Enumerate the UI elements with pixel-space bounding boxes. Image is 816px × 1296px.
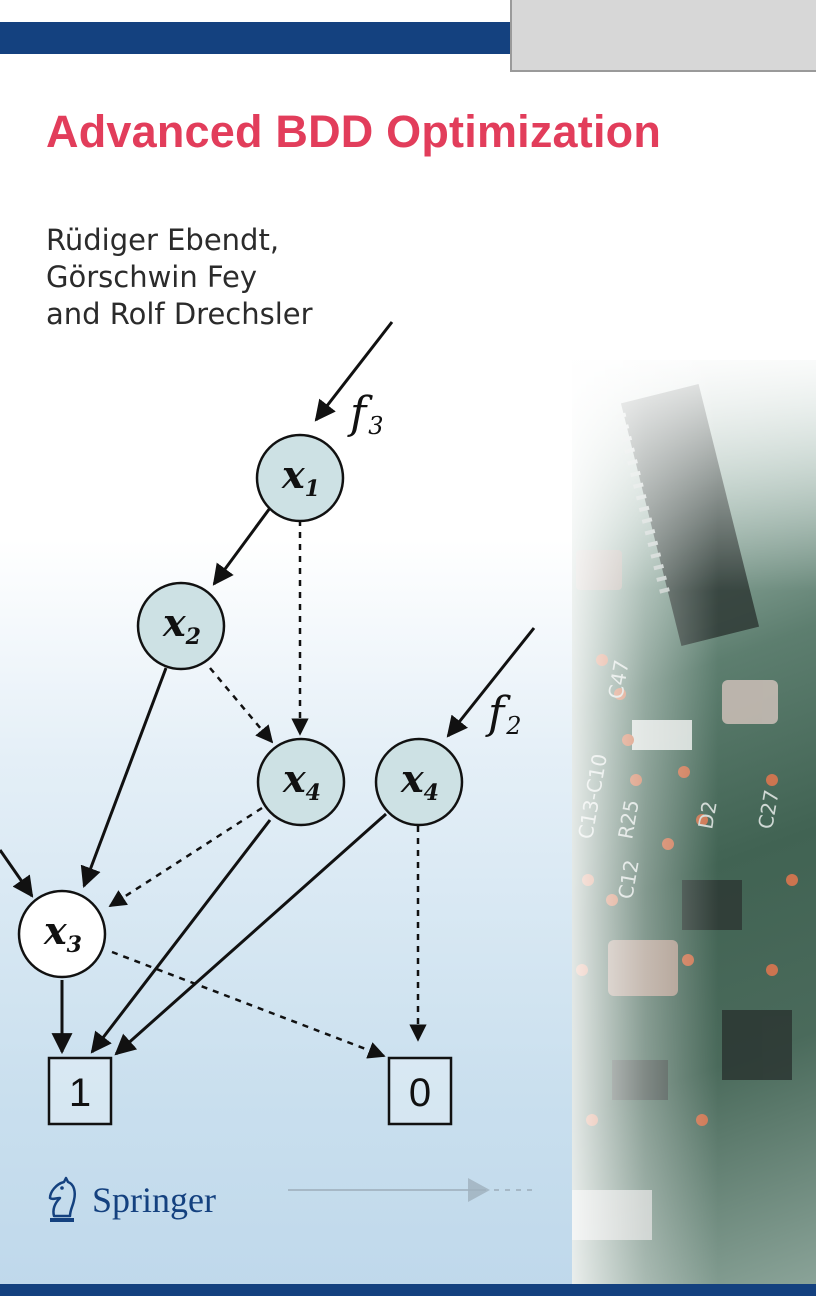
photo-fade-overlay — [572, 360, 816, 1284]
svg-text:x2: x2 — [162, 600, 201, 650]
f2-pointer-edge — [446, 627, 536, 738]
top-blue-bar — [0, 22, 510, 54]
author-line: and Rolf Drechsler — [46, 297, 313, 331]
low-edge — [209, 667, 274, 744]
publisher-name: Springer — [92, 1180, 216, 1220]
svg-text:x1: x1 — [281, 452, 320, 502]
high-edge — [114, 812, 387, 1056]
svg-text:x3: x3 — [43, 908, 82, 958]
top-gray-panel — [510, 0, 816, 72]
decorative-arrowhead — [468, 1178, 490, 1202]
chess-knight-icon — [48, 1176, 76, 1222]
author-line: Görschwin Fey — [46, 260, 258, 294]
bdd-node: x3 — [17, 889, 107, 979]
terminal-node: 0 — [387, 1056, 453, 1126]
bdd-node: x4 — [374, 737, 464, 827]
bdd-node: x2 — [136, 581, 226, 671]
circuit-board-photo: C47 C13-C10 R25 D2 C12 C27 — [572, 360, 816, 1284]
svg-text:x4: x4 — [400, 756, 439, 806]
bdd-node: x4 — [256, 737, 346, 827]
high-edge — [90, 819, 272, 1054]
bdd-node: x1 — [255, 433, 345, 523]
terminal-node: 1 — [47, 1056, 113, 1126]
high-edge — [80, 667, 168, 888]
low-edge — [111, 950, 386, 1059]
svg-text:x4: x4 — [282, 756, 321, 806]
book-title: Advanced BDD Optimization — [46, 106, 662, 157]
bottom-blue-bar — [0, 1284, 816, 1296]
author-list: Rüdiger Ebendt, Görschwin Fey and Rolf D… — [46, 222, 313, 333]
author-line: Rüdiger Ebendt, — [46, 223, 280, 257]
f3-pointer-edge — [314, 321, 394, 422]
publisher-logo: Springer — [40, 1176, 216, 1224]
low-edge — [108, 806, 263, 908]
svg-text:0: 0 — [409, 1071, 431, 1115]
function-label: f2 — [485, 688, 522, 740]
function-label: f3 — [347, 388, 384, 440]
svg-text:1: 1 — [69, 1071, 91, 1115]
external-pointer-edge — [0, 849, 34, 898]
high-edge — [212, 507, 272, 586]
